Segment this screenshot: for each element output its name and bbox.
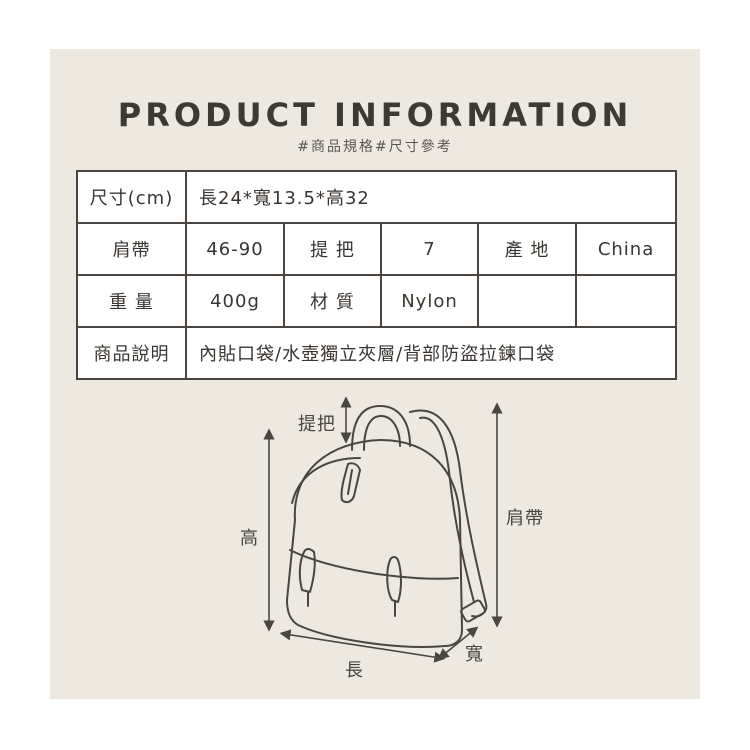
clasp-right	[386, 556, 402, 603]
length-arrow	[279, 629, 446, 663]
length-dim-label: 長	[345, 660, 364, 681]
empty-cell	[574, 274, 678, 328]
weight-label-cell: 重 量	[76, 274, 187, 328]
strap-label-cell: 肩帶	[76, 222, 187, 276]
origin-label-cell: 產 地	[477, 222, 577, 276]
origin-value-cell: China	[574, 222, 678, 276]
table-row: 肩帶 46-90 提 把 7 產 地 China	[76, 222, 678, 276]
handle-label-cell: 提 把	[283, 222, 382, 276]
handle-dim-label: 提把	[298, 414, 336, 435]
strap-value-cell: 46-90	[185, 222, 285, 276]
handle-shape	[351, 405, 411, 451]
strap-shape	[409, 409, 488, 618]
table-row: 尺寸(cm) 長24*寬13.5*高32	[76, 170, 678, 224]
strap-dim-label: 肩帶	[506, 508, 544, 529]
material-label-cell: 材 質	[283, 274, 382, 328]
spec-table: 尺寸(cm) 長24*寬13.5*高32 肩帶 46-90 提 把 7 產 地 …	[76, 170, 678, 380]
table-row: 商品說明 內貼口袋/水壺獨立夾層/背部防盜拉鍊口袋	[76, 326, 678, 380]
table-row: 重 量 400g 材 質 Nylon	[76, 274, 678, 328]
material-value-cell: Nylon	[380, 274, 479, 328]
clasp-left	[298, 548, 316, 593]
desc-value-cell: 內貼口袋/水壺獨立夾層/背部防盜拉鍊口袋	[184, 326, 678, 380]
handle-value-cell: 7	[380, 222, 479, 276]
page-title: PRODUCT INFORMATION	[117, 96, 633, 134]
weight-value-cell: 400g	[185, 274, 285, 328]
size-label-cell: 尺寸(cm)	[76, 170, 187, 224]
size-value-cell: 長24*寬13.5*高32	[184, 170, 678, 224]
zipper-pull	[340, 462, 361, 504]
height-dim-label: 高	[240, 528, 259, 549]
page-subtitle: #商品規格#尺寸參考	[297, 139, 453, 155]
desc-label-cell: 商品說明	[76, 326, 187, 380]
width-arrow	[437, 626, 479, 660]
empty-cell	[477, 274, 577, 328]
width-dim-label: 寬	[465, 644, 484, 665]
